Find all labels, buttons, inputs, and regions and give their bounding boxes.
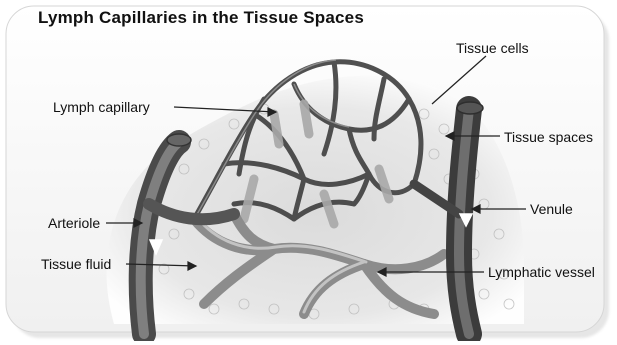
label-tissue-cells: Tissue cells: [456, 40, 529, 56]
label-venule: Venule: [530, 201, 573, 217]
label-lymph-capillary: Lymph capillary: [53, 99, 150, 115]
label-tissue-fluid: Tissue fluid: [41, 256, 111, 272]
label-lymphatic-vessel: Lymphatic vessel: [488, 264, 595, 280]
diagram-title: Lymph Capillaries in the Tissue Spaces: [38, 8, 364, 28]
label-arteriole: Arteriole: [48, 215, 100, 231]
arteriole-opening: [167, 134, 191, 146]
label-tissue-spaces: Tissue spaces: [504, 129, 593, 145]
